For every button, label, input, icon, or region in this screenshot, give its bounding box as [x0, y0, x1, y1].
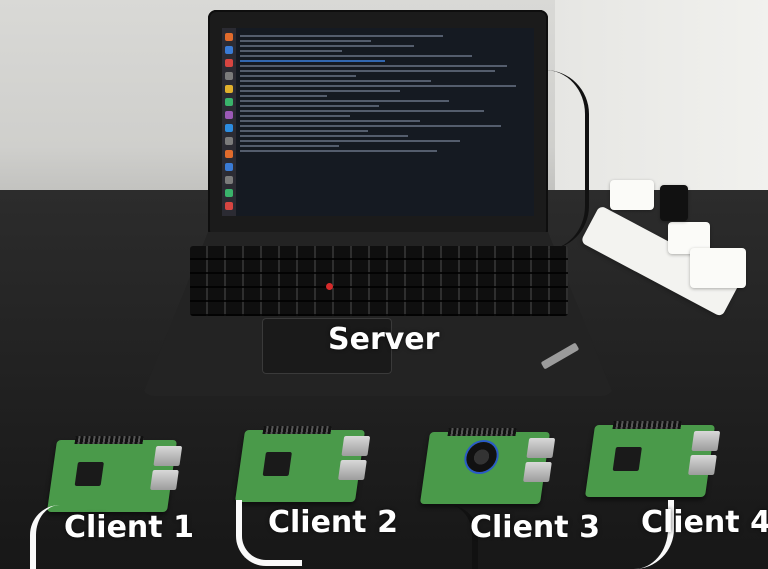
power-adapter-3: [690, 248, 746, 288]
raspberry-pi-3: [419, 428, 556, 504]
usb-cable-1: [30, 505, 66, 569]
power-adapter-black: [660, 185, 688, 221]
laptop-lid: [208, 10, 548, 238]
raspberry-pi-4: [584, 421, 721, 497]
client-1-label: Client 1: [64, 510, 194, 545]
laptop-screen: [222, 28, 534, 216]
client-3-label: Client 3: [470, 510, 600, 545]
server-label: Server: [328, 322, 440, 357]
client-2-label: Client 2: [268, 505, 398, 540]
laptop-touchpad: [262, 318, 392, 374]
laptop-keyboard: [190, 246, 568, 316]
power-adapter-1: [610, 180, 654, 210]
code-editor: [240, 32, 530, 212]
usb-cable-4: [618, 500, 674, 569]
os-dock: [222, 28, 236, 216]
laptop-power-cable: [545, 70, 589, 250]
usb-cable-2: [236, 500, 302, 566]
raspberry-pi-1: [46, 436, 183, 512]
client-4-label: Client 4: [641, 505, 768, 540]
usb-cable-3: [442, 505, 478, 569]
trackpoint: [326, 283, 333, 290]
raspberry-pi-2: [234, 426, 371, 502]
